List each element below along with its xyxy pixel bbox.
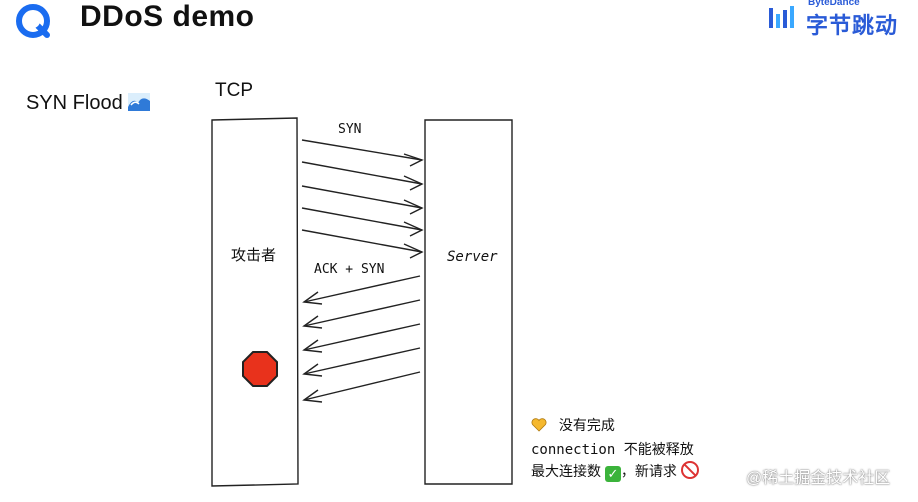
server-box bbox=[424, 119, 513, 485]
prohibited-icon bbox=[680, 461, 699, 479]
attacker-box bbox=[211, 117, 299, 487]
note-line-1-text: 没有完成 bbox=[558, 417, 615, 433]
page-title: DDoS demo bbox=[80, 0, 255, 33]
syn-arrows bbox=[301, 139, 424, 259]
note-line-3-a: 最大连接数 bbox=[531, 463, 601, 479]
ack-syn-label: ACK + SYN bbox=[314, 262, 385, 277]
server-label: Server bbox=[447, 249, 498, 265]
wave-icon bbox=[128, 93, 151, 111]
note-line-2: connection 不能被释放 bbox=[531, 442, 694, 458]
q-logo-icon bbox=[16, 4, 50, 38]
note-line-1: 没有完成 bbox=[531, 415, 615, 435]
syn-flood-text: SYN Flood bbox=[26, 92, 123, 114]
syn-flood-label: SYN Flood bbox=[26, 92, 151, 115]
watermark: @稀土掘金技术社区 bbox=[746, 470, 891, 487]
syn-label: SYN bbox=[338, 122, 362, 137]
stop-sign-icon bbox=[242, 351, 278, 387]
tcp-label: TCP bbox=[215, 80, 253, 101]
bytedance-logo-icon bbox=[769, 6, 794, 28]
attacker-label: 攻击者 bbox=[231, 247, 277, 264]
brand-main-text: 字节跳动 bbox=[806, 13, 899, 38]
note-line-3: 最大连接数 ✓，新请求 bbox=[531, 461, 699, 482]
ack-syn-arrows bbox=[302, 275, 421, 403]
heart-icon bbox=[531, 418, 547, 432]
brand-small-text: ByteDance bbox=[808, 0, 860, 8]
note-line-3-b: ，新请求 bbox=[620, 463, 677, 479]
check-icon: ✓ bbox=[604, 466, 621, 482]
